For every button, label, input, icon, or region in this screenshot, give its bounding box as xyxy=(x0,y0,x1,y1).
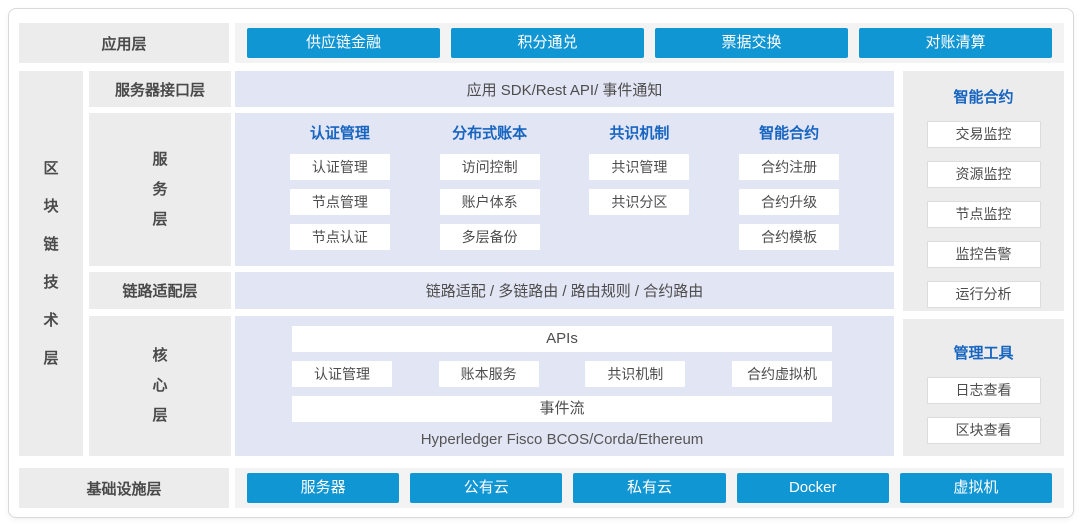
server-interface-layer-label: 服务器接口层 xyxy=(89,71,231,107)
core-module: 认证管理 xyxy=(292,361,392,387)
service-item: 合约模板 xyxy=(739,224,840,250)
service-column-ledger: 分布式账本 访问控制 账户体系 多层备份 xyxy=(415,123,565,266)
apis-bar: APIs xyxy=(292,326,832,352)
management-tools-header: 管理工具 xyxy=(953,345,1014,362)
service-item: 节点认证 xyxy=(289,224,390,250)
blockchain-architecture-diagram: 应用层 供应链金融 积分通兑 票据交换 对账清算 区 块 链 技 术 层 服务器… xyxy=(8,8,1074,518)
service-item: 访问控制 xyxy=(439,154,540,180)
service-column-header: 认证管理 xyxy=(309,125,370,142)
points-exchange-button[interactable]: 积分通兑 xyxy=(451,28,644,58)
smart-contract-panel: 智能合约 交易监控 资源监控 节点监控 监控告警 运行分析 xyxy=(903,71,1064,311)
infra-layer-band: 服务器 公有云 私有云 Docker 虚拟机 xyxy=(235,468,1064,508)
service-item: 多层备份 xyxy=(439,224,540,250)
service-column-contract: 智能合约 合约注册 合约升级 合约模板 xyxy=(714,123,864,266)
smart-contract-panel-header: 智能合约 xyxy=(953,89,1014,106)
service-item: 合约升级 xyxy=(739,189,840,215)
service-item: 账户体系 xyxy=(439,189,540,215)
bill-exchange-button[interactable]: 票据交换 xyxy=(655,28,848,58)
management-tools-panel: 管理工具 日志查看 区块查看 xyxy=(903,319,1064,456)
service-column-header: 智能合约 xyxy=(759,125,820,142)
core-modules-row: 认证管理 账本服务 共识机制 合约虚拟机 xyxy=(292,361,832,387)
vm-button[interactable]: 虚拟机 xyxy=(899,473,1053,503)
link-adapter-layer-label: 链路适配层 xyxy=(89,272,231,309)
service-layer-panel: 认证管理 认证管理 节点管理 节点认证 分布式账本 访问控制 账户体系 多层备份… xyxy=(235,113,894,266)
infra-layer-label: 基础设施层 xyxy=(19,468,229,508)
service-item: 共识管理 xyxy=(589,154,690,180)
monitor-item: 运行分析 xyxy=(926,281,1041,308)
app-layer-label: 应用层 xyxy=(19,23,229,63)
core-module: 共识机制 xyxy=(585,361,686,387)
supply-chain-finance-button[interactable]: 供应链金融 xyxy=(247,28,440,58)
public-cloud-button[interactable]: 公有云 xyxy=(410,473,563,503)
platforms-text: Hyperledger Fisco BCOS/Corda/Ethereum xyxy=(420,431,704,448)
blockchain-tech-layer-label: 区 块 链 技 术 层 xyxy=(19,71,83,456)
service-column-header: 共识机制 xyxy=(609,125,670,142)
app-layer-band: 供应链金融 积分通兑 票据交换 对账清算 xyxy=(235,23,1064,63)
service-item: 节点管理 xyxy=(289,189,390,215)
reconciliation-clearing-button[interactable]: 对账清算 xyxy=(859,28,1052,58)
server-button[interactable]: 服务器 xyxy=(247,473,400,503)
service-column-header: 分布式账本 xyxy=(452,125,528,142)
core-layer-panel: APIs 认证管理 账本服务 共识机制 合约虚拟机 事件流 Hyperledge… xyxy=(235,316,894,456)
event-stream-bar: 事件流 xyxy=(292,396,832,422)
service-item: 合约注册 xyxy=(739,154,840,180)
link-adapter-band: 链路适配 / 多链路由 / 路由规则 / 合约路由 xyxy=(235,272,894,309)
private-cloud-button[interactable]: 私有云 xyxy=(573,473,726,503)
monitor-item: 节点监控 xyxy=(926,201,1041,228)
service-item: 共识分区 xyxy=(589,189,690,215)
monitor-item: 交易监控 xyxy=(926,121,1041,148)
service-column-auth: 认证管理 认证管理 节点管理 节点认证 xyxy=(265,123,415,266)
core-module: 合约虚拟机 xyxy=(731,361,832,387)
core-layer-label: 核 心 层 xyxy=(89,316,231,456)
service-column-consensus: 共识机制 共识管理 共识分区 xyxy=(565,123,715,266)
monitor-item: 资源监控 xyxy=(926,161,1041,188)
service-item: 认证管理 xyxy=(289,154,390,180)
docker-button[interactable]: Docker xyxy=(736,473,889,503)
core-module: 账本服务 xyxy=(438,361,539,387)
sdk-api-band: 应用 SDK/Rest API/ 事件通知 xyxy=(235,71,894,107)
monitor-item: 监控告警 xyxy=(926,241,1041,268)
service-layer-label: 服 务 层 xyxy=(89,113,231,266)
tool-item: 区块查看 xyxy=(926,417,1041,444)
tool-item: 日志查看 xyxy=(926,377,1041,404)
